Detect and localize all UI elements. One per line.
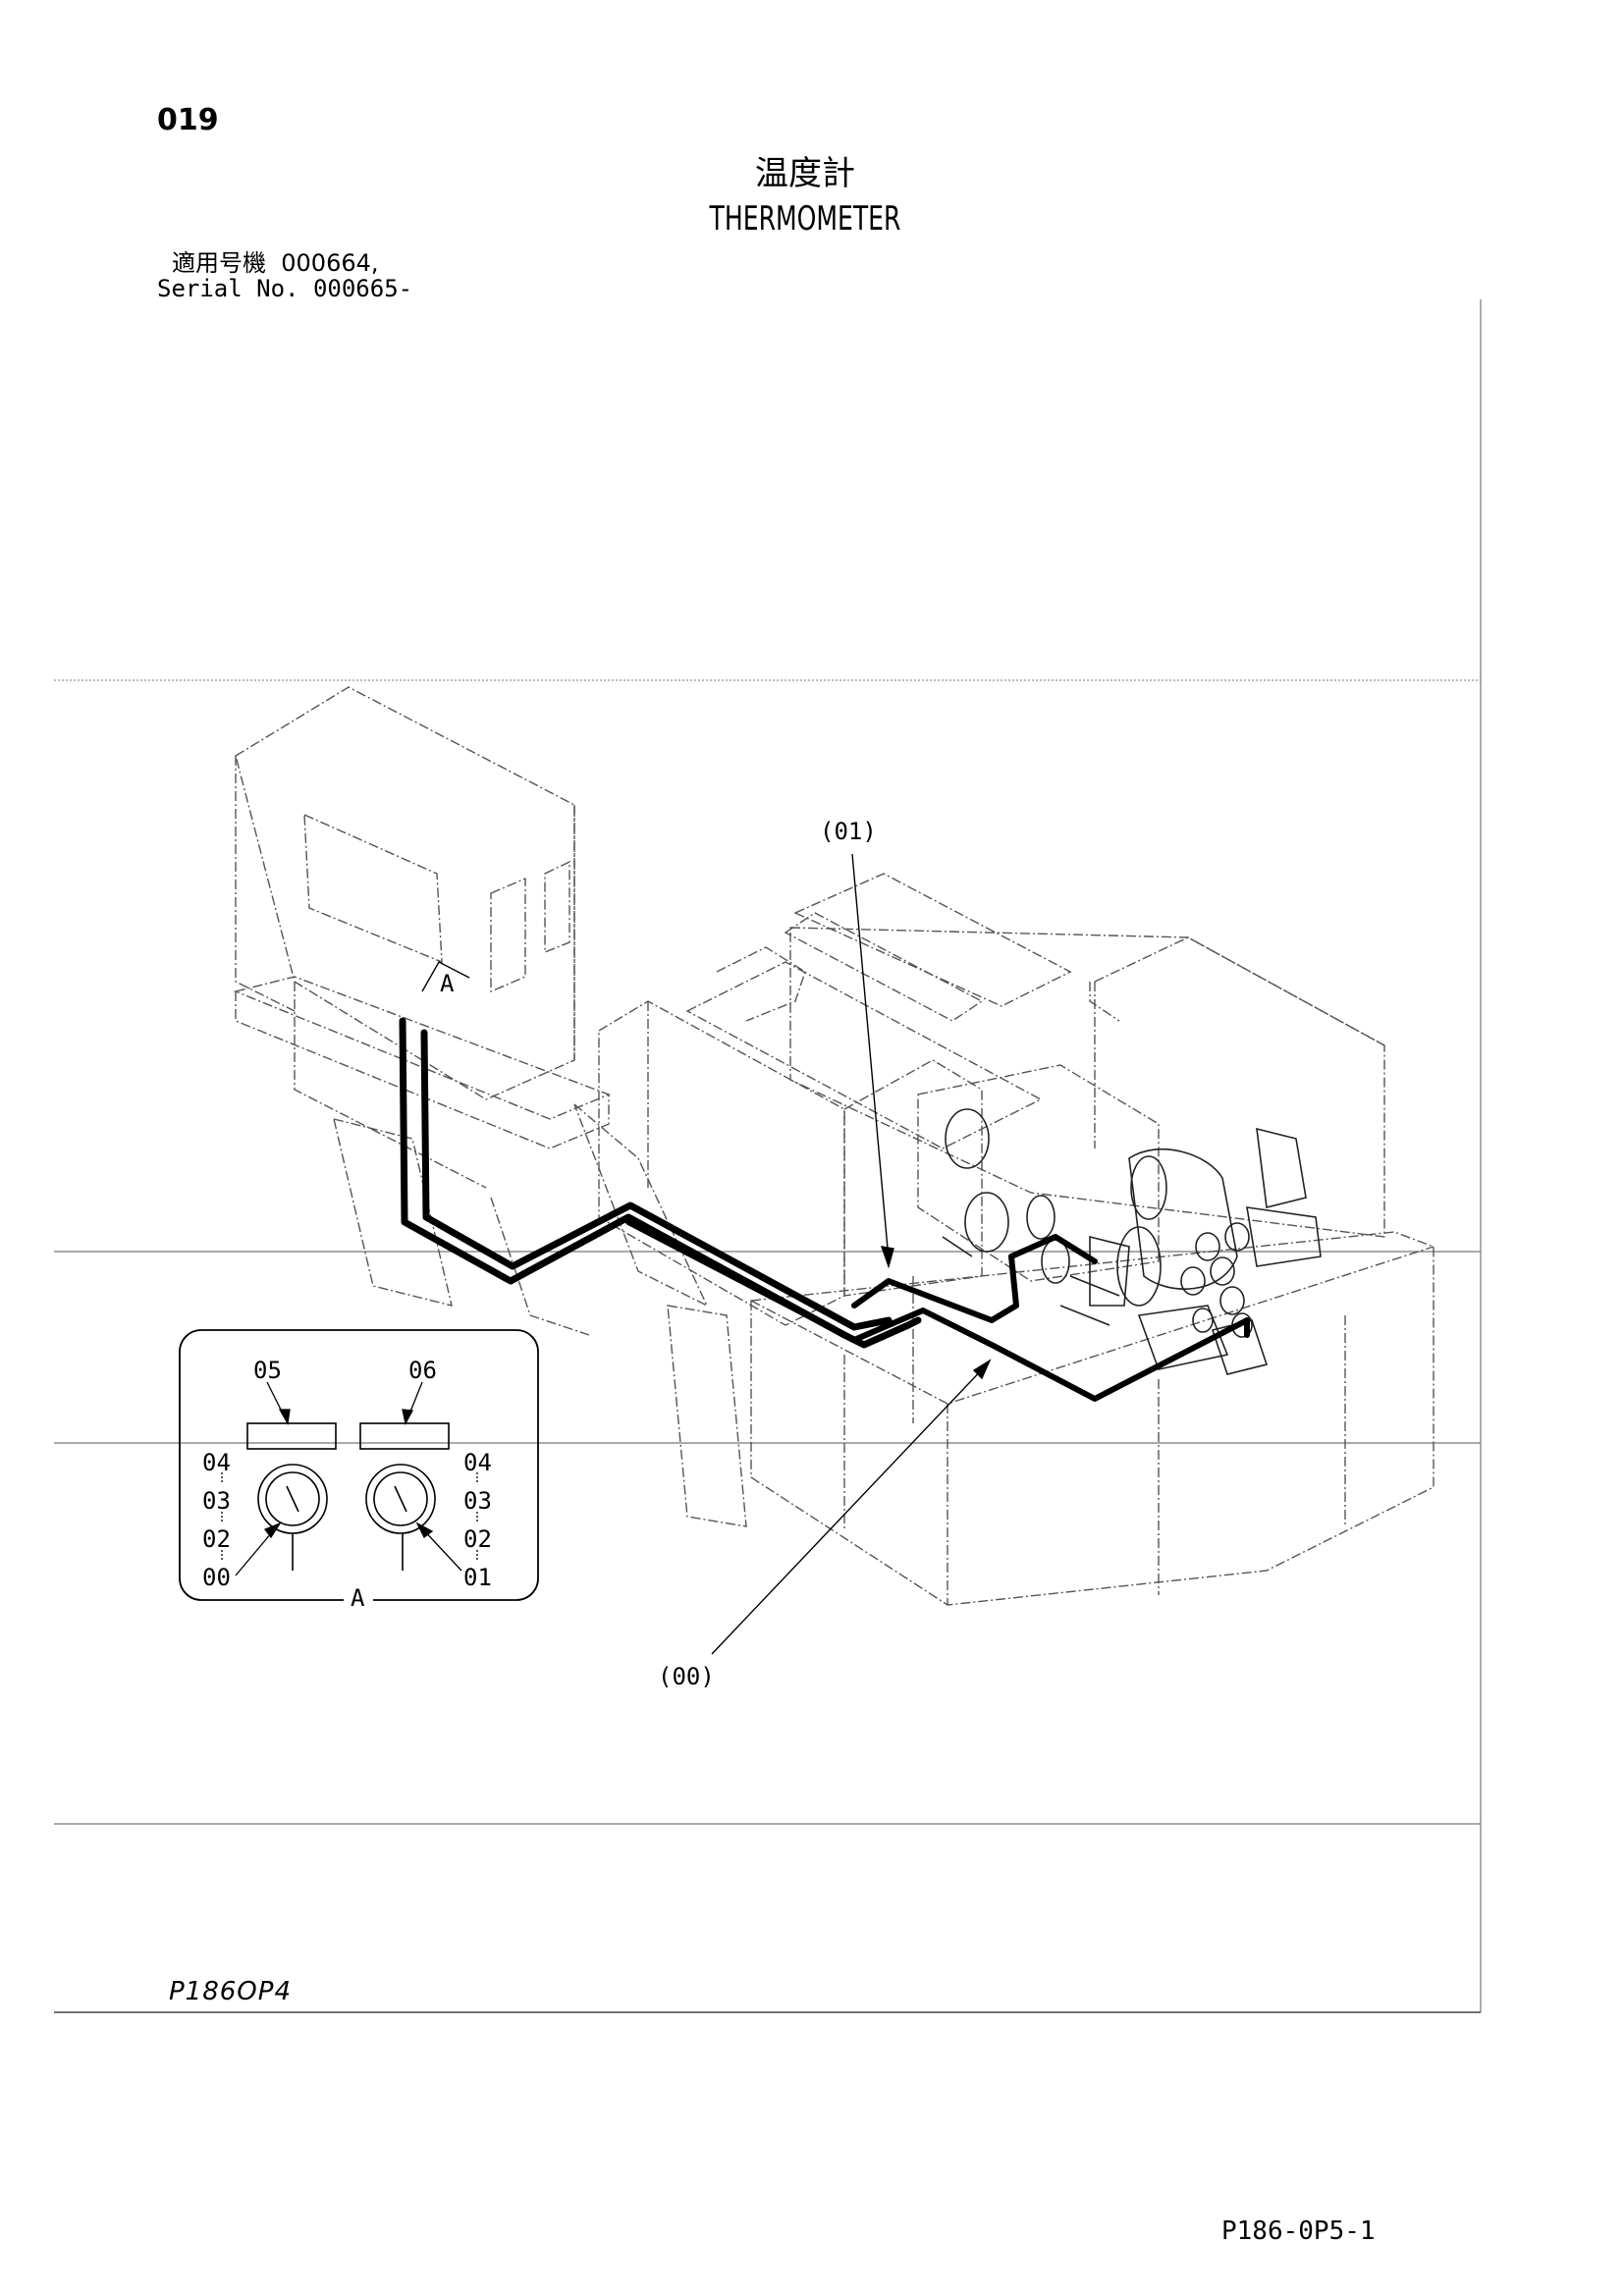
detail-view-a: 05 06 04 03 02 00 04 03 02 01 A [179, 1329, 539, 1612]
view-marker-a: A [421, 961, 470, 997]
callout-right-03: 03 [463, 1487, 492, 1515]
callout-right-04: 04 [463, 1449, 492, 1476]
callout-right-01: 01 [463, 1564, 492, 1591]
sheet-code: P186-0P5-1 [1221, 2216, 1376, 2246]
callout-06: 06 [408, 1357, 437, 1384]
callout-05: 05 [253, 1357, 282, 1384]
callout-part-00: (00) [658, 1663, 715, 1690]
drawing-code: P186OP4 [169, 1977, 292, 2006]
callout-right-02: 02 [463, 1525, 492, 1553]
label-plate-right [359, 1422, 450, 1450]
machine-outline [233, 686, 1435, 1606]
gauge-right [365, 1464, 436, 1571]
callout-left-00: 00 [202, 1564, 231, 1591]
engine-detail [942, 1108, 1322, 1375]
callout-left-04: 04 [202, 1449, 231, 1476]
gauge-left [257, 1464, 328, 1571]
serial-range: Serial No. 000665- [157, 275, 413, 302]
serial-range-japanese: 適用号機 000664, [172, 249, 379, 277]
callout-left-03: 03 [202, 1487, 231, 1515]
callout-part-01: (01) [820, 818, 877, 845]
callout-left-02: 02 [202, 1525, 231, 1553]
page-frame [54, 299, 1482, 2013]
wiring-harness [399, 1017, 1250, 1402]
label-plate-left [246, 1422, 337, 1450]
page-title: THERMOMETER [709, 199, 901, 239]
page-title-japanese: 温度計 [755, 154, 855, 193]
detail-view-label: A [351, 1584, 365, 1612]
page-number: 019 [157, 103, 219, 137]
view-marker-label: A [440, 970, 455, 997]
leader-lines [711, 853, 992, 1655]
